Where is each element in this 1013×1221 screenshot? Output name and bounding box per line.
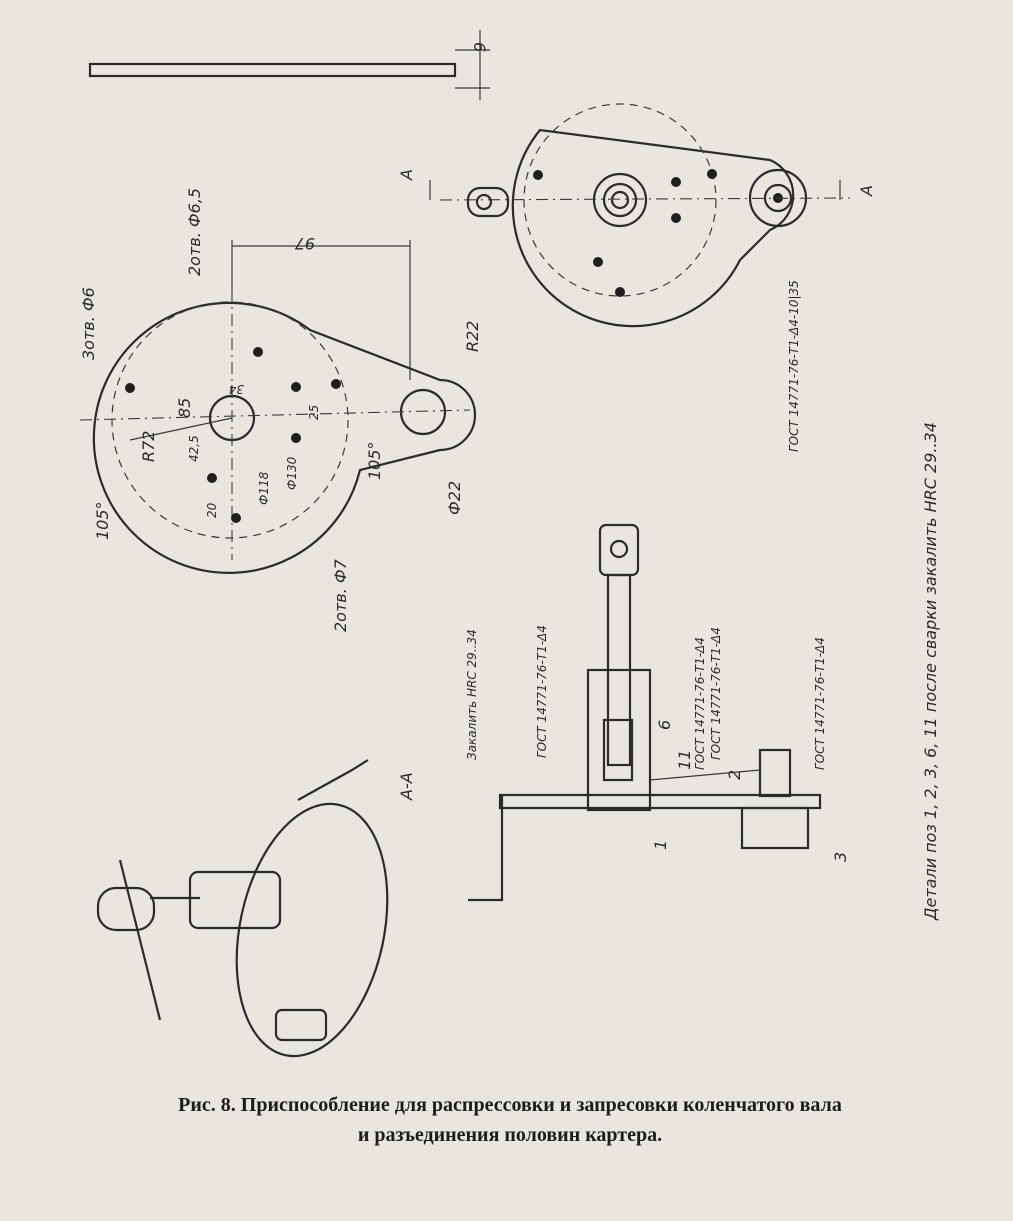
angle-105-left-text: 105° — [93, 501, 112, 540]
part-11-text: 11 — [675, 750, 694, 770]
assembly-outline — [511, 128, 795, 328]
assembly-hole-c — [671, 213, 681, 223]
caption-line-1: Рис. 8. Приспособление для распрессовки … — [178, 1094, 842, 1116]
gost-top-text: ГОСТ 14771-76-Т1-Δ4-10|35 — [787, 280, 801, 452]
sleeve — [586, 668, 652, 812]
holes-65-text: 2отв. Ф6,5 — [185, 188, 204, 276]
plate-assembly-view: А А ГОСТ 14771-76-Т1-Δ4-10|35 — [397, 103, 876, 452]
diam-22-text: Ф22 — [445, 481, 464, 515]
assembly-hole-f — [615, 287, 625, 297]
screw-head — [598, 523, 640, 577]
section-a-right-text: А — [857, 185, 876, 197]
dim-20-text: 20 — [205, 502, 219, 518]
bracket-arm — [468, 795, 504, 902]
assembly-pitch — [523, 103, 717, 297]
assembly-hub-inner — [610, 190, 630, 210]
section-aa-text: А-А — [397, 772, 416, 801]
assembly-hub-mid — [602, 182, 638, 218]
nut-base — [740, 806, 810, 850]
dim-85-text: 85 — [175, 398, 194, 418]
device-sketch — [96, 759, 389, 1058]
harden-34-text: Закалить HRC 29..34 — [465, 629, 479, 760]
holes-7-text: 2отв. Ф7 — [331, 558, 350, 632]
sketch-sleeve — [188, 870, 282, 930]
assembly-centerline — [439, 197, 851, 201]
gost-d-text: ГОСТ 14771-76-Т1-Δ4 — [813, 637, 827, 770]
gost-a-text: ГОСТ 14771-76-Т1-Δ4 — [535, 625, 549, 758]
angle-105-right-text: 105° — [365, 441, 384, 480]
base-plate — [498, 793, 822, 810]
gost-c-text: ГОСТ 14771-76-Т1-Δ4 — [709, 627, 723, 760]
hole-d — [291, 433, 301, 443]
part-6-text: 6 — [655, 720, 674, 730]
centerline-h — [79, 409, 471, 421]
thickness-strip: 6 — [88, 30, 490, 100]
gost-b-text: ГОСТ 14771-76-Т1-Δ4 — [693, 637, 707, 770]
holes-6-text: 3отв. Ф6 — [79, 287, 98, 360]
dim-97-text: 97 — [294, 234, 315, 253]
sketch-knob — [96, 886, 156, 932]
hole-g — [231, 513, 241, 523]
dim-25-text: 25 — [307, 405, 321, 420]
hole-f — [207, 473, 217, 483]
nut-body — [758, 748, 792, 798]
assembly-hole-b — [671, 177, 681, 187]
brace — [649, 769, 761, 781]
dim-425-text: 42,5 — [187, 435, 201, 462]
diam-118-text: Ф118 — [257, 471, 271, 505]
dim-6-text: 6 — [470, 42, 489, 52]
hole-b — [253, 347, 263, 357]
assembly-hub-outer — [592, 172, 648, 228]
screw-head-hole — [609, 539, 629, 559]
assembly-lug-inner — [763, 183, 793, 213]
hole-e — [331, 379, 341, 389]
sketch-plate — [235, 802, 389, 1058]
sketch-tbar — [118, 859, 162, 1021]
diam-130-text: Ф130 — [285, 456, 299, 490]
caption-line-2: и разъединения половин картера. — [357, 1124, 663, 1146]
assembly-hole-a — [533, 170, 543, 180]
assembly-hole-e — [593, 257, 603, 267]
pitch-circle — [111, 301, 349, 539]
figure-caption: Рис. 8. Приспособление для распрессовки … — [60, 1090, 960, 1150]
radius-22-text: R22 — [463, 321, 482, 352]
assembly-hole-d — [707, 169, 717, 179]
plate-outline — [92, 301, 477, 574]
sleeve-insert — [602, 718, 634, 782]
strip-outline — [88, 62, 457, 78]
hole-a — [125, 383, 135, 393]
hole-c — [291, 382, 301, 392]
section-aa: А-А Закалить HRC 29..34 ГОСТ 14771-76-Т1… — [397, 422, 940, 921]
part-3-text: 3 — [831, 852, 850, 862]
plate-plan-view: 97 2отв. Ф6,5 3отв. Ф6 2отв. Ф7 R22 Ф22 … — [79, 188, 482, 632]
note-text: Детали поз 1, 2, 3, 6, 11 после сварки з… — [921, 422, 940, 921]
sketch-handle — [297, 759, 369, 801]
sketch-nut — [274, 1008, 328, 1042]
part-2-text: 2 — [725, 770, 744, 780]
assembly-tab-hole — [475, 193, 493, 211]
section-a-left-text: А — [397, 169, 416, 181]
lug-hole — [399, 388, 447, 436]
dim-34-text: 34 — [229, 382, 244, 396]
part-1-text: 1 — [651, 840, 670, 850]
assembly-tab — [466, 186, 510, 218]
radius-72-line — [129, 417, 233, 441]
radius-72-text: R72 — [139, 431, 158, 462]
